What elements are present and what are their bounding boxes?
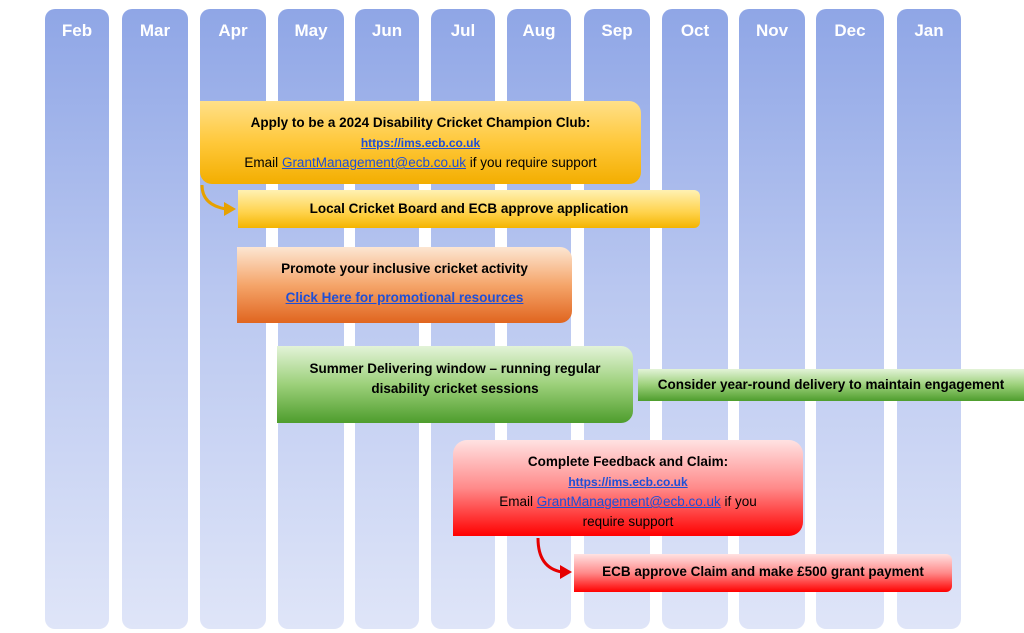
month-label: Feb [61, 21, 93, 40]
claim-title: Complete Feedback and Claim: [527, 454, 729, 469]
month-label: May [294, 21, 328, 40]
promote-title: Promote your inclusive cricket activity [281, 261, 528, 276]
month-label: Jun [371, 21, 403, 40]
payment-box: ECB approve Claim and make £500 grant pa… [574, 554, 952, 592]
apply-title: Apply to be a 2024 Disability Cricket Ch… [250, 115, 591, 130]
summer-line-2: disability cricket sessions [371, 381, 539, 396]
promote-box: Promote your inclusive cricket activity … [237, 247, 572, 323]
month-label: Oct [680, 21, 710, 40]
claim-email-prefix: Email [499, 494, 537, 509]
month-label: Mar [139, 21, 171, 40]
month-label: Jan [914, 21, 944, 40]
summer-line-1: Summer Delivering window – running regul… [309, 361, 601, 376]
claim-email-link[interactable]: GrantManagement@ecb.co.uk [536, 494, 721, 509]
curved-arrow-icon [536, 537, 572, 579]
apply-box: Apply to be a 2024 Disability Cricket Ch… [200, 101, 641, 184]
month-column-feb: Feb [45, 9, 109, 629]
month-column-dec: Dec [816, 9, 884, 629]
summer-delivery-box: Summer Delivering window – running regul… [277, 346, 633, 423]
promotional-resources-link[interactable]: Click Here for promotional resources [285, 290, 524, 305]
payment-text: ECB approve Claim and make £500 grant pa… [602, 564, 924, 579]
month-label: Jul [450, 21, 476, 40]
claim-ims-link[interactable]: https://ims.ecb.co.uk [568, 475, 688, 489]
claim-box: Complete Feedback and Claim: https://ims… [453, 440, 803, 536]
month-label: Nov [755, 21, 789, 40]
approve-box: Local Cricket Board and ECB approve appl… [238, 190, 700, 228]
year-round-box: Consider year-round delivery to maintain… [638, 369, 1024, 401]
month-column-nov: Nov [739, 9, 805, 629]
apply-email-link[interactable]: GrantManagement@ecb.co.uk [281, 155, 466, 170]
approve-text: Local Cricket Board and ECB approve appl… [309, 201, 629, 216]
month-label: Apr [218, 21, 248, 40]
month-column-oct: Oct [662, 9, 728, 629]
month-label: Dec [834, 21, 866, 40]
claim-email-suffix: if you [720, 494, 757, 509]
apply-email-suffix: if you require support [466, 155, 597, 170]
month-column-jan: Jan [897, 9, 961, 629]
month-label: Sep [601, 21, 633, 40]
year-round-text: Consider year-round delivery to maintain… [657, 377, 1005, 392]
apply-email-prefix: Email [244, 155, 282, 170]
month-column-mar: Mar [122, 9, 188, 629]
curved-arrow-icon [200, 184, 236, 216]
apply-ims-link[interactable]: https://ims.ecb.co.uk [360, 136, 481, 150]
month-label: Aug [522, 21, 556, 40]
claim-line-4: require support [582, 514, 674, 529]
